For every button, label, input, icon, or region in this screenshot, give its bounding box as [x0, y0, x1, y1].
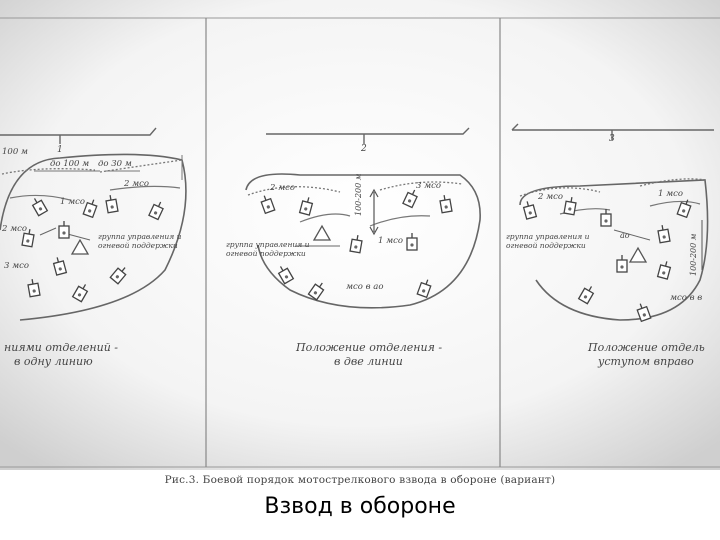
vehicle-icon: [406, 233, 418, 251]
vehicle-icon: [416, 279, 432, 299]
panel-2-triangle: [312, 224, 332, 241]
panel-3-control-group-label: группа управления и огневой поддержки: [506, 232, 590, 251]
vehicle-icon: [439, 195, 453, 214]
panel-3-front-line-2: [639, 178, 707, 187]
vehicle-icon: [656, 261, 672, 280]
vehicle-icon: [676, 199, 692, 219]
unit-icons: [21, 189, 692, 323]
panel-2-front-line-3: [299, 213, 351, 223]
vehicle-icon: [298, 197, 314, 216]
figure-caption: Рис.3. Боевой порядок мотострелкового вз…: [164, 474, 556, 486]
vehicle-icon: [148, 201, 164, 221]
panel-1-dist-100-label: до 100 м: [50, 159, 90, 169]
panel-2-squad-2-label: 2 мсо: [270, 183, 296, 193]
scan-background: [0, 0, 720, 470]
vehicle-icon: [600, 209, 612, 227]
panel-1-front-line-4: [109, 185, 181, 191]
vehicle-icon: [52, 257, 68, 276]
panel-1-control-group-label: группа управления и огневой поддержки: [98, 232, 182, 251]
panel-2-front-line-2: [379, 181, 463, 191]
panel-1-front-line-1: [1, 168, 96, 175]
panel-1-side-label: 2 мсо: [2, 224, 28, 234]
vehicle-icon: [260, 195, 276, 215]
panel-2-control-group-label: группа управления и огневой поддержки: [226, 240, 310, 259]
panel-2-defense-arc: [245, 173, 481, 309]
panel-3-caption-line-2: уступом вправо: [598, 355, 694, 368]
vehicle-icon: [109, 267, 127, 285]
panel-1-squad-1-label: 1 мсо: [60, 197, 86, 207]
panel-3-bottom-squad-label: мсо в в: [670, 293, 703, 303]
panel-1-squad-2-label: 2 мсо: [124, 179, 150, 189]
vehicle-icon: [277, 266, 295, 285]
panel-2-bottom-squad-label: мсо в ао: [346, 282, 384, 292]
vehicle-icon: [82, 199, 98, 219]
panel-1-width-label: 1: [57, 145, 63, 155]
panel-3-triangle: [628, 246, 648, 263]
panel-2-depth-label: 100-200 м: [354, 173, 363, 216]
panel-2-width-label: 2: [361, 144, 367, 154]
panel-1-front-line-3: [9, 194, 71, 201]
panel-3-width-label: 3: [609, 134, 615, 144]
panel-3-depth-label: 100-200 м: [689, 233, 698, 276]
vehicle-icon: [636, 303, 652, 323]
vehicle-icon: [307, 282, 325, 301]
vehicle-icon: [616, 255, 628, 273]
vehicle-icon: [577, 286, 595, 305]
panel-2-caption-line-2: в две линии: [334, 355, 403, 368]
panel-3-side-mark: ао: [620, 231, 630, 240]
panel-2-front-line-4: [369, 215, 431, 227]
vehicle-icon: [402, 189, 418, 209]
slide-title: Взвод в обороне: [264, 494, 456, 519]
panel-2: [245, 127, 481, 309]
panel-1-triangle: [70, 238, 90, 255]
panel-1-top-bracket: [0, 127, 157, 136]
vehicle-icon: [522, 201, 538, 220]
panel-3-front-line-4: [649, 200, 701, 207]
panel-3-defense-arc: [519, 179, 709, 321]
panel-1-squad-3-label: 3 мсо: [4, 261, 30, 271]
vehicle-icon: [27, 279, 41, 298]
vehicle-icon: [349, 235, 363, 254]
vehicle-icon: [657, 225, 671, 244]
panel-3-caption-line-1: Положение отдель: [588, 341, 705, 354]
panel-1-caption-line-2: в одну линию: [14, 355, 93, 368]
panel-3-squad-2-label: 2 мсо: [538, 192, 564, 202]
panel-1-dist-full-label: 100 м: [2, 147, 28, 157]
panel-1-dist-30-label: до 30 м: [98, 159, 132, 169]
vehicle-icon: [31, 198, 49, 217]
vehicle-icon: [21, 229, 35, 248]
vehicle-icon: [71, 284, 89, 303]
panel-3-front-line-1: [519, 187, 601, 197]
panel-2-squad-3-label: 3 мсо: [416, 181, 442, 191]
panel-2-squad-1-label: 1 мсо: [378, 236, 404, 246]
vehicle-icon: [58, 221, 70, 239]
vehicle-icon: [563, 197, 577, 216]
panel-3-squad-1-label: 1 мсо: [658, 189, 684, 199]
panel-2-top-bracket: [266, 127, 470, 135]
vehicle-icon: [105, 195, 119, 214]
panel-1: [0, 127, 187, 321]
panel-2-front-line-1: [247, 186, 341, 196]
panel-1-caption-line-1: ниями отделений -: [4, 341, 118, 354]
panel-2-caption-line-1: Положение отделения -: [296, 341, 443, 354]
